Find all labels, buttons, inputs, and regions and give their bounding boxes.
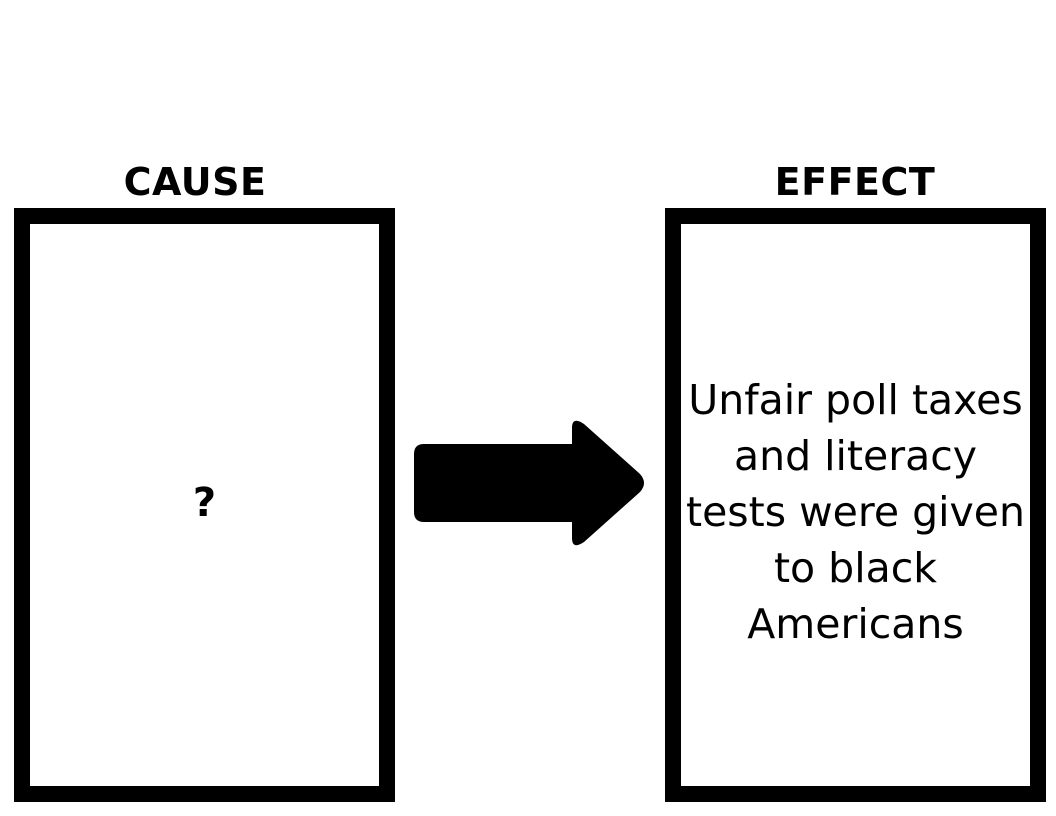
cause-box: ? [14,208,395,802]
effect-text: Unfair poll taxes and literacy tests wer… [686,376,1025,648]
cause-heading: CAUSE [123,160,267,204]
arrow-shape [414,420,644,546]
cause-text: ? [192,480,217,526]
right-arrow-icon [414,420,644,546]
effect-heading: EFFECT [774,160,936,204]
effect-box: Unfair poll taxes and literacy tests wer… [665,208,1046,802]
